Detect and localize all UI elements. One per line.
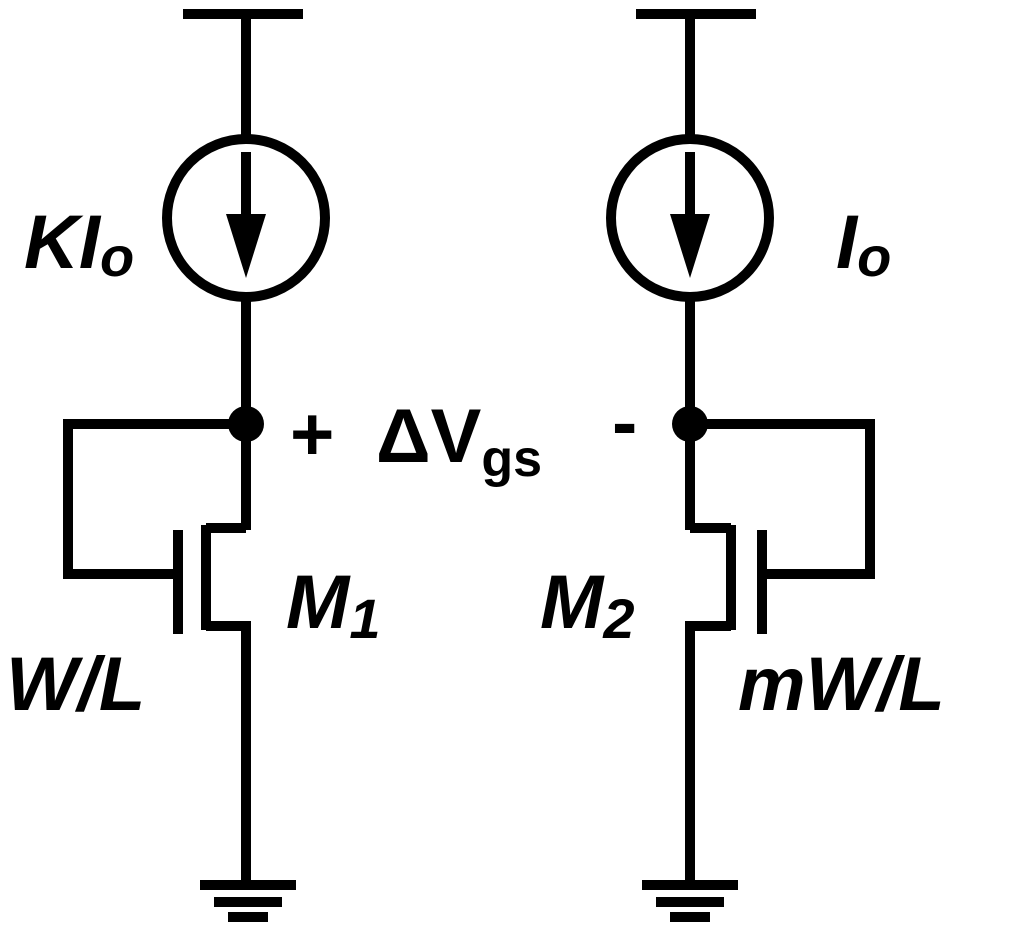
m1-label: M1 (286, 560, 380, 650)
left-branch (63, 9, 330, 922)
left-diode-feedback (63, 419, 246, 579)
vgs-minus-sign: - (612, 380, 637, 465)
m1-size-label: W/L (6, 642, 145, 727)
right-current-source (606, 134, 774, 302)
right-source-label: Io (836, 200, 891, 288)
vgs-plus-sign: + (290, 392, 334, 477)
m2-transistor (690, 523, 767, 634)
m2-label: M2 (540, 560, 634, 650)
delta-vgs-label: ΔVgs (376, 394, 542, 488)
right-ground-symbol (642, 880, 738, 922)
m1-transistor (173, 523, 246, 634)
m2-size-label: mW/L (738, 642, 945, 727)
left-source-label: KIo (24, 200, 134, 288)
left-ground-symbol (200, 880, 296, 922)
right-branch (606, 9, 875, 922)
right-source-arrow-head (670, 214, 710, 278)
right-diode-feedback (690, 419, 875, 579)
left-source-arrow-head (226, 214, 266, 278)
left-current-source (162, 134, 330, 302)
